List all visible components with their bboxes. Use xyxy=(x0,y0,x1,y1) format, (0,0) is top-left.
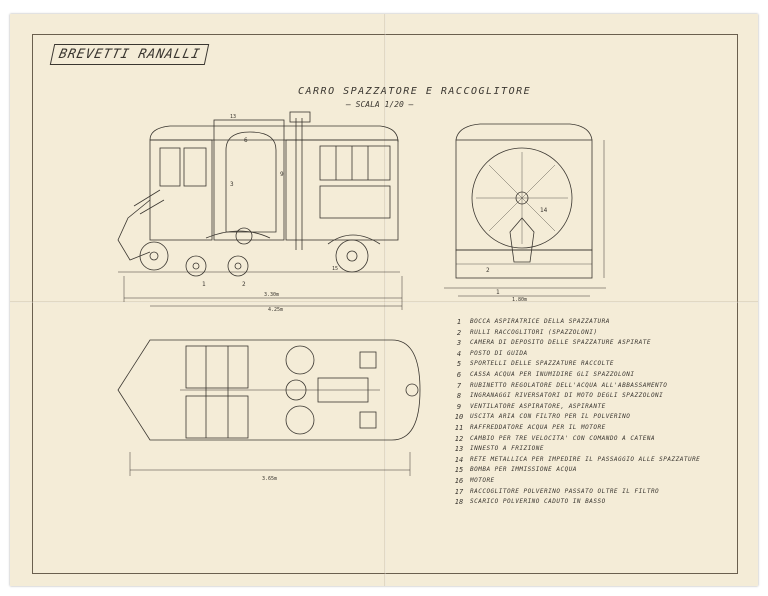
legend-number: 10 xyxy=(454,413,464,422)
legend-text: SCARICO POLVERINO CADUTO IN BASSO xyxy=(470,498,606,506)
side-label-3: 3 xyxy=(230,181,234,188)
vertical-fold-line xyxy=(384,14,386,586)
legend-row: 6 CASSA ACQUA PER INUMIDIRE GLI SPAZZOLON… xyxy=(448,371,708,382)
legend-text: RETE METALLICA PER IMPEDIRE IL PASSAGGIO… xyxy=(470,455,701,463)
legend-row: 4 POSTO DI GUIDA xyxy=(448,350,708,361)
scale-label: — SCALA 1/20 — xyxy=(346,100,414,109)
side-label-1: 1 xyxy=(202,281,206,288)
parts-legend: 1 BOCCA ASPIRATRICE DELLA SPAZZATURA 2 RULL… xyxy=(448,318,708,509)
drawing-border xyxy=(32,34,738,574)
legend-text: BOCCA ASPIRATRICE DELLA SPAZZATURA xyxy=(470,318,610,325)
legend-text: POSTO DI GUIDA xyxy=(470,349,528,357)
legend-row: 8 INGRANAGGI RIVERSATORI DI MOTO DEGLI SP… xyxy=(448,392,708,403)
front-label-2: 2 xyxy=(486,267,490,274)
dim-side-long: 4.25m xyxy=(268,307,283,313)
legend-row: 18 SCARICO POLVERINO CADUTO IN BASSO xyxy=(448,498,708,509)
legend-row: 2 RULLI RACCOGLITORI (SPAZZOLONI) xyxy=(448,329,708,340)
legend-text: VENTILATORE ASPIRATORE, ASPIRANTE xyxy=(470,402,606,410)
side-label-2: 2 xyxy=(242,281,246,288)
legend-row: 14 RETE METALLICA PER IMPEDIRE IL PASSAGG… xyxy=(448,456,708,467)
legend-number: 17 xyxy=(454,487,464,496)
legend-row: 7 RUBINETTO REGOLATORE DELL'ACQUA ALL'ABB… xyxy=(448,382,708,393)
side-label-15: 15 xyxy=(332,266,338,272)
front-label-1: 1 xyxy=(496,289,500,296)
legend-text: CAMBIO PER TRE VELOCITA' CON COMANDO A C… xyxy=(470,434,656,442)
legend-number: 12 xyxy=(454,434,464,443)
legend-text: MOTORE xyxy=(470,476,495,484)
plan-view xyxy=(117,339,421,476)
legend-row: 11 RAFFREDDATORE ACQUA PER IL MOTORE xyxy=(448,424,708,435)
legend-number: 9 xyxy=(456,402,462,411)
legend-number: 2 xyxy=(456,328,462,337)
legend-row: 10 USCITA ARIA CON FILTRO PER IL POLVERIN… xyxy=(448,413,708,424)
legend-row: 9 VENTILATORE ASPIRATORE, ASPIRANTE xyxy=(448,403,708,414)
legend-number: 14 xyxy=(454,455,464,464)
legend-text: SPORTELLI DELLE SPAZZATURE RACCOLTE xyxy=(470,360,614,368)
legend-number: 3 xyxy=(456,339,462,348)
side-label-9: 9 xyxy=(280,171,284,178)
legend-text: RULLI RACCOGLITORI (SPAZZOLONI) xyxy=(470,328,598,336)
side-elevation-view xyxy=(117,111,403,310)
scale-text: SCALA 1/20 xyxy=(355,100,404,109)
legend-number: 11 xyxy=(454,423,464,432)
legend-number: 15 xyxy=(454,466,464,475)
side-label-13: 13 xyxy=(230,114,236,120)
legend-text: INGRANAGGI RIVERSATORI DI MOTO DEGLI SPA… xyxy=(470,392,664,400)
legend-number: 18 xyxy=(454,498,464,507)
legend-text: BOMBA PER IMMISSIONE ACQUA xyxy=(470,466,577,474)
legend-text: USCITA ARIA CON FILTRO PER IL POLVERINO xyxy=(470,413,631,421)
side-label-6: 6 xyxy=(244,137,248,144)
legend-row: 16 MOTORE xyxy=(448,477,708,488)
legend-row: 13 INNESTO A FRIZIONE xyxy=(448,445,708,456)
legend-row: 12 CAMBIO PER TRE VELOCITA' CON COMANDO A… xyxy=(448,435,708,446)
legend-row: 3 CAMERA DI DEPOSITO DELLE SPAZZATURE ASP… xyxy=(448,339,708,350)
legend-row: 15 BOMBA PER IMMISSIONE ACQUA xyxy=(448,466,708,477)
dim-side-short: 3.30m xyxy=(264,292,279,298)
legend-text: RAFFREDDATORE ACQUA PER IL MOTORE xyxy=(470,423,606,431)
legend-number: 13 xyxy=(454,445,464,454)
legend-number: 1 xyxy=(456,318,462,326)
drawing-title: CARRO SPAZZATORE E RACCOGLITORE xyxy=(298,86,532,97)
legend-row: 17 RACCOGLITORE POLVERINO PASSATO OLTRE I… xyxy=(448,488,708,499)
legend-number: 5 xyxy=(456,360,462,369)
legend-number: 16 xyxy=(454,476,464,485)
legend-text: CASSA ACQUA PER INUMIDIRE GLI SPAZZOLONI xyxy=(470,370,635,378)
legend-number: 7 xyxy=(456,381,462,390)
dim-front-width: 1.80m xyxy=(512,297,527,303)
legend-number: 8 xyxy=(456,392,462,401)
legend-text: CAMERA DI DEPOSITO DELLE SPAZZATURE ASPI… xyxy=(470,339,651,347)
legend-row: 5 SPORTELLI DELLE SPAZZATURE RACCOLTE xyxy=(448,360,708,371)
legend-number: 6 xyxy=(456,370,462,379)
legend-text: RUBINETTO REGOLATORE DELL'ACQUA ALL'ABBA… xyxy=(470,381,668,389)
legend-number: 4 xyxy=(456,349,462,358)
horizontal-fold-line xyxy=(10,301,758,303)
front-label-14: 14 xyxy=(540,207,548,214)
dim-plan-length: 3.65m xyxy=(262,476,277,482)
legend-text: INNESTO A FRIZIONE xyxy=(470,445,545,453)
legend-text: RACCOGLITORE POLVERINO PASSATO OLTRE IL … xyxy=(470,487,660,495)
legend-row: 1 BOCCA ASPIRATRICE DELLA SPAZZATURA xyxy=(448,318,708,329)
blueprint-sheet xyxy=(10,14,758,586)
front-elevation-view xyxy=(444,123,606,297)
